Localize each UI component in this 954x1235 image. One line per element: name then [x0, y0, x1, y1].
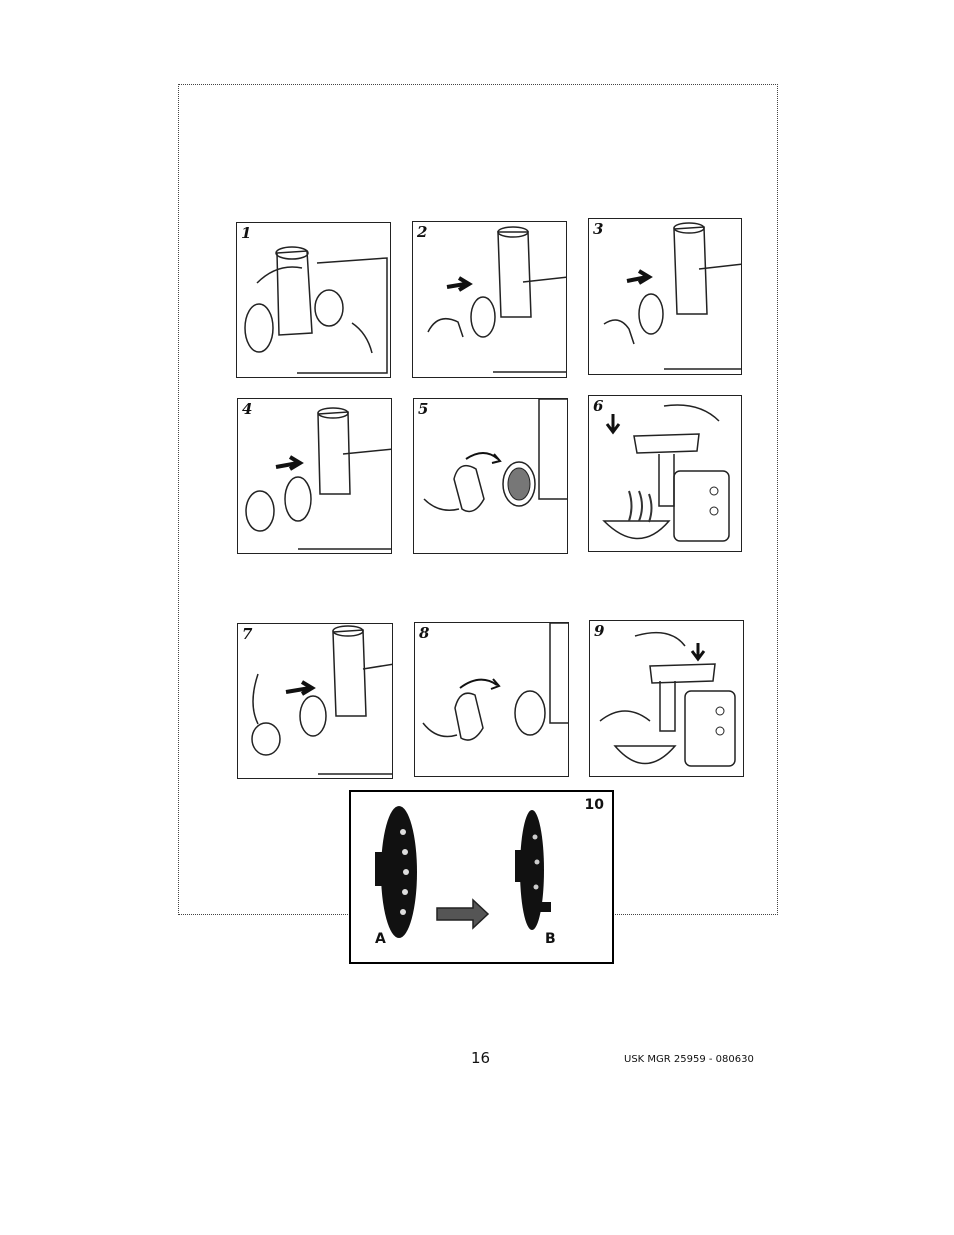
step-number: 9	[594, 622, 604, 640]
step-number: 4	[242, 400, 252, 418]
step-number: 3	[593, 220, 603, 238]
page-number: 16	[471, 1049, 490, 1067]
figure-10-number: 10	[585, 797, 604, 813]
step-4-drawing	[238, 399, 392, 554]
step-7-drawing	[238, 624, 393, 779]
disc-a-hub	[375, 852, 395, 886]
step-6-illustration: 6	[588, 395, 742, 552]
disc-b-hub	[515, 850, 533, 882]
step-1-illustration: 1	[236, 222, 391, 378]
label-a: A	[375, 931, 386, 947]
step-1-drawing	[237, 223, 391, 378]
step-2-drawing	[413, 222, 567, 378]
step-number: 6	[593, 397, 603, 415]
step-6-drawing	[589, 396, 742, 552]
figure-10-box: 10 A B	[349, 790, 614, 964]
step-5-drawing	[414, 399, 568, 554]
label-b: B	[545, 931, 556, 947]
step-number: 1	[241, 224, 251, 242]
document-id: USK MGR 25959 - 080630	[624, 1054, 754, 1065]
step-3-drawing	[589, 219, 742, 375]
step-number: 7	[242, 625, 252, 643]
step-8-drawing	[415, 623, 569, 777]
step-2-illustration: 2	[412, 221, 567, 378]
step-number: 8	[419, 624, 429, 642]
step-number: 5	[418, 400, 428, 418]
step-5-illustration: 5	[413, 398, 568, 554]
arrow-right-icon	[437, 900, 488, 928]
step-7-illustration: 7	[237, 623, 393, 779]
step-4-illustration: 4	[237, 398, 392, 554]
step-9-drawing	[590, 621, 744, 777]
step-3-illustration: 3	[588, 218, 742, 375]
step-8-illustration: 8	[414, 622, 569, 777]
figure-10-drawing	[351, 792, 612, 962]
step-number: 2	[417, 223, 427, 241]
step-9-illustration: 9	[589, 620, 744, 777]
